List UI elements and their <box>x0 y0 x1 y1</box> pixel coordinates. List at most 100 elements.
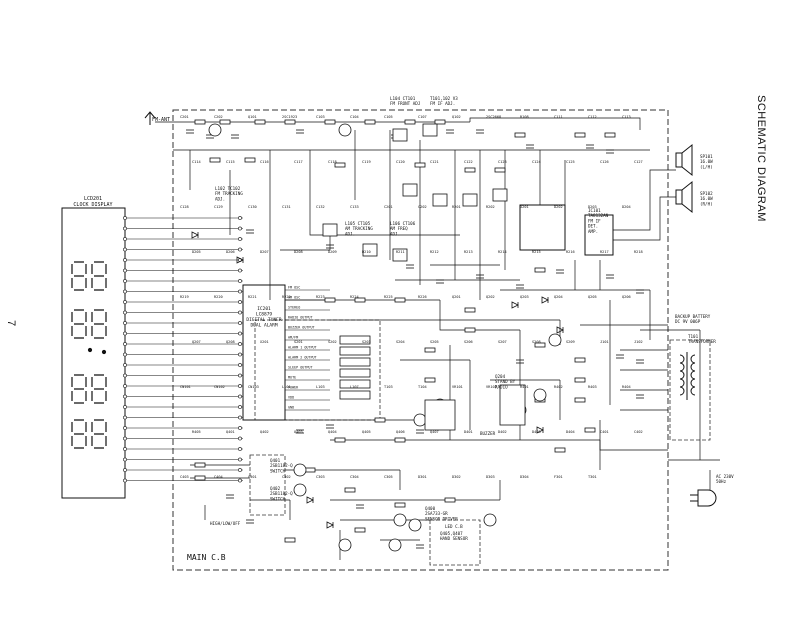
ic201-pin-label: AM/FM <box>288 336 298 340</box>
component-label: C119 <box>362 160 371 164</box>
resistor-symbol <box>554 447 566 453</box>
radio-block <box>424 399 456 431</box>
component-label: C202 <box>214 115 223 119</box>
ic201-pin-label: ALARM 2 OUTPUT <box>288 356 317 360</box>
component-label: C131 <box>282 205 291 209</box>
component-label: R221 <box>248 295 257 299</box>
lcd-pin <box>123 300 127 304</box>
component-label: R213 <box>464 250 473 254</box>
resistor-symbol <box>354 297 366 303</box>
resistor-symbol <box>284 537 296 543</box>
component-label: C130 <box>248 205 257 209</box>
page-number: 7 <box>5 320 17 327</box>
lcd-pin <box>123 384 127 388</box>
diode-symbol <box>236 256 244 264</box>
resistor-symbol <box>464 167 476 173</box>
coil-symbol <box>402 183 418 197</box>
component-label: D202 <box>554 205 563 209</box>
component-label: R224 <box>350 295 359 299</box>
component-label: Q208 <box>226 340 235 344</box>
component-label: Q204 <box>554 295 563 299</box>
component-label: D402 <box>498 430 507 434</box>
component-label: C114 <box>192 160 201 164</box>
lcd-display-box <box>61 207 126 499</box>
wire <box>613 196 676 241</box>
coil-symbol <box>362 243 378 257</box>
component-label: C124 <box>532 160 541 164</box>
ic201-pin-label: ALARM 1 OUTPUT <box>288 346 317 350</box>
coil-symbol <box>462 193 478 207</box>
component-label: Q207 <box>192 340 201 344</box>
component-label: R218 <box>634 250 643 254</box>
component-label: R225 <box>384 295 393 299</box>
component-label: R404 <box>622 385 631 389</box>
wire <box>599 420 668 451</box>
component-label: C113 <box>622 115 631 119</box>
transistor-symbol <box>388 538 402 552</box>
component-label: C201 <box>180 115 189 119</box>
lcd-pin <box>123 279 127 283</box>
resistor-symbol <box>194 462 206 468</box>
diode-symbol <box>326 521 334 529</box>
resistor-symbol <box>244 157 256 163</box>
component-label: R220 <box>214 295 223 299</box>
lcd-pin <box>123 258 127 262</box>
resistor-symbol <box>464 307 476 313</box>
transistor-symbol <box>533 388 547 402</box>
component-label: C302 <box>282 475 291 479</box>
ic-pin <box>238 415 242 420</box>
lcd-pin <box>123 405 127 409</box>
circuit-wires <box>155 117 720 560</box>
ic201-pin-label: GND <box>288 406 294 410</box>
ic-amp-body <box>584 214 614 256</box>
component-label: D303 <box>486 475 495 479</box>
ic-pin <box>238 279 242 283</box>
wire <box>469 117 641 130</box>
lcd-pin <box>123 447 127 451</box>
wire <box>439 300 520 331</box>
component-label: R226 <box>418 295 427 299</box>
main-board-border <box>172 109 669 571</box>
lcd-pin <box>123 247 127 252</box>
resistor-symbol <box>534 267 546 273</box>
ic-pin <box>238 363 242 367</box>
resistor-symbol <box>324 297 336 303</box>
component-label: L107 <box>350 385 359 389</box>
ic-pin <box>238 352 242 357</box>
ic-pin <box>238 226 242 231</box>
lcd-pin <box>123 457 127 462</box>
lcd-pin <box>123 478 127 483</box>
component-label: S209 <box>566 340 575 344</box>
component-label: S205 <box>430 340 439 344</box>
ic-pin <box>238 310 242 315</box>
component-label: C116 <box>260 160 269 164</box>
ic-pin <box>238 426 242 430</box>
lcd-pin <box>123 468 127 472</box>
transistor-symbol <box>338 123 352 137</box>
component-label: L103 <box>316 385 325 389</box>
ic-pin <box>238 321 242 325</box>
ic-pin <box>238 373 242 378</box>
wire <box>309 150 460 236</box>
lcd-pin <box>123 415 127 420</box>
ic-pin <box>238 468 242 472</box>
lcd-pin <box>123 237 127 241</box>
component-label: D203 <box>588 205 597 209</box>
lcd-bus-lines <box>123 216 243 483</box>
transistor-symbol <box>338 538 352 552</box>
component-label: S207 <box>498 340 507 344</box>
resistor-symbol <box>209 157 221 163</box>
component-label: C118 <box>328 160 337 164</box>
component-label: C117 <box>294 160 303 164</box>
component-label: Q101 <box>248 115 257 119</box>
ic-pin <box>238 216 242 220</box>
component-label: R217 <box>600 250 609 254</box>
circuit-parts <box>186 119 644 552</box>
switch-symbol <box>339 390 371 400</box>
